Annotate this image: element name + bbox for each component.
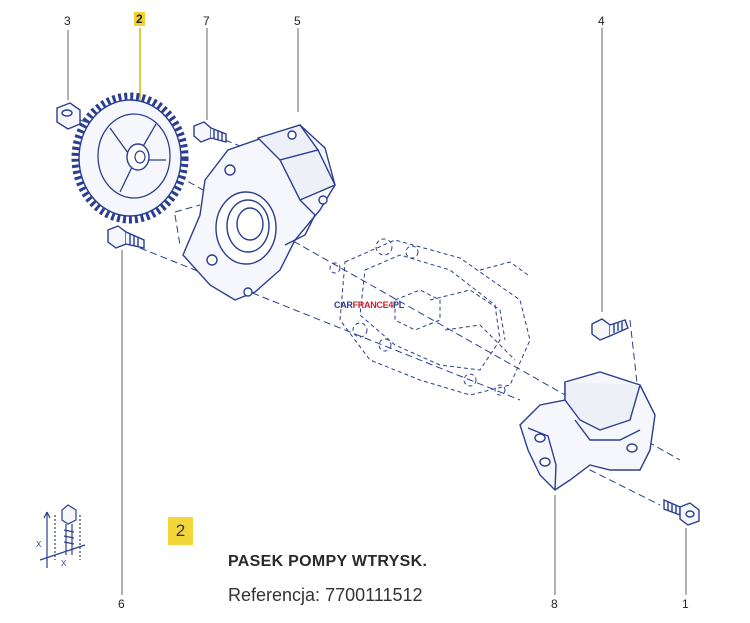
callout-2[interactable]: 2 <box>134 12 145 26</box>
carfrance-watermark-logo: CARFRANCE4PL <box>334 300 404 310</box>
reference-line: Referencja: 7700111512 <box>228 585 423 606</box>
part-6-bolt[interactable] <box>107 225 145 249</box>
part-5-pump-flange[interactable] <box>182 124 336 301</box>
callout-8[interactable]: 8 <box>551 597 558 611</box>
callout-6[interactable]: 6 <box>118 597 125 611</box>
leader-lines <box>67 28 687 595</box>
logo-text-car: CAR <box>334 300 353 310</box>
logo-text-france: FRANCE <box>352 300 389 310</box>
part-4-bolt[interactable] <box>591 318 629 341</box>
reference-number[interactable]: 7700111512 <box>325 585 423 605</box>
reference-label: Referencja: <box>228 585 321 605</box>
logo-text-pl: PL <box>393 300 404 310</box>
part-3-nut[interactable] <box>56 102 81 130</box>
callout-4[interactable]: 4 <box>598 14 605 28</box>
callout-1[interactable]: 1 <box>682 597 689 611</box>
callout-3[interactable]: 3 <box>64 14 71 28</box>
injection-pump-phantom <box>329 238 531 396</box>
torque-legend-icon <box>39 504 86 568</box>
part-8-rear-bracket[interactable] <box>519 371 656 491</box>
torque-axis-label-2: X <box>61 559 67 568</box>
part-7-bolt[interactable] <box>193 121 227 143</box>
part-2-toothed-pulley[interactable] <box>71 92 189 224</box>
part-1-bolt[interactable] <box>663 498 700 526</box>
torque-axis-label: X <box>36 540 42 549</box>
callout-7[interactable]: 7 <box>203 14 210 28</box>
logo-text-four: 4 <box>388 300 394 310</box>
selected-part-name: PASEK POMPY WTRYSK. <box>228 553 428 570</box>
callout-5[interactable]: 5 <box>294 14 301 28</box>
selected-part-badge: 2 <box>168 517 193 545</box>
